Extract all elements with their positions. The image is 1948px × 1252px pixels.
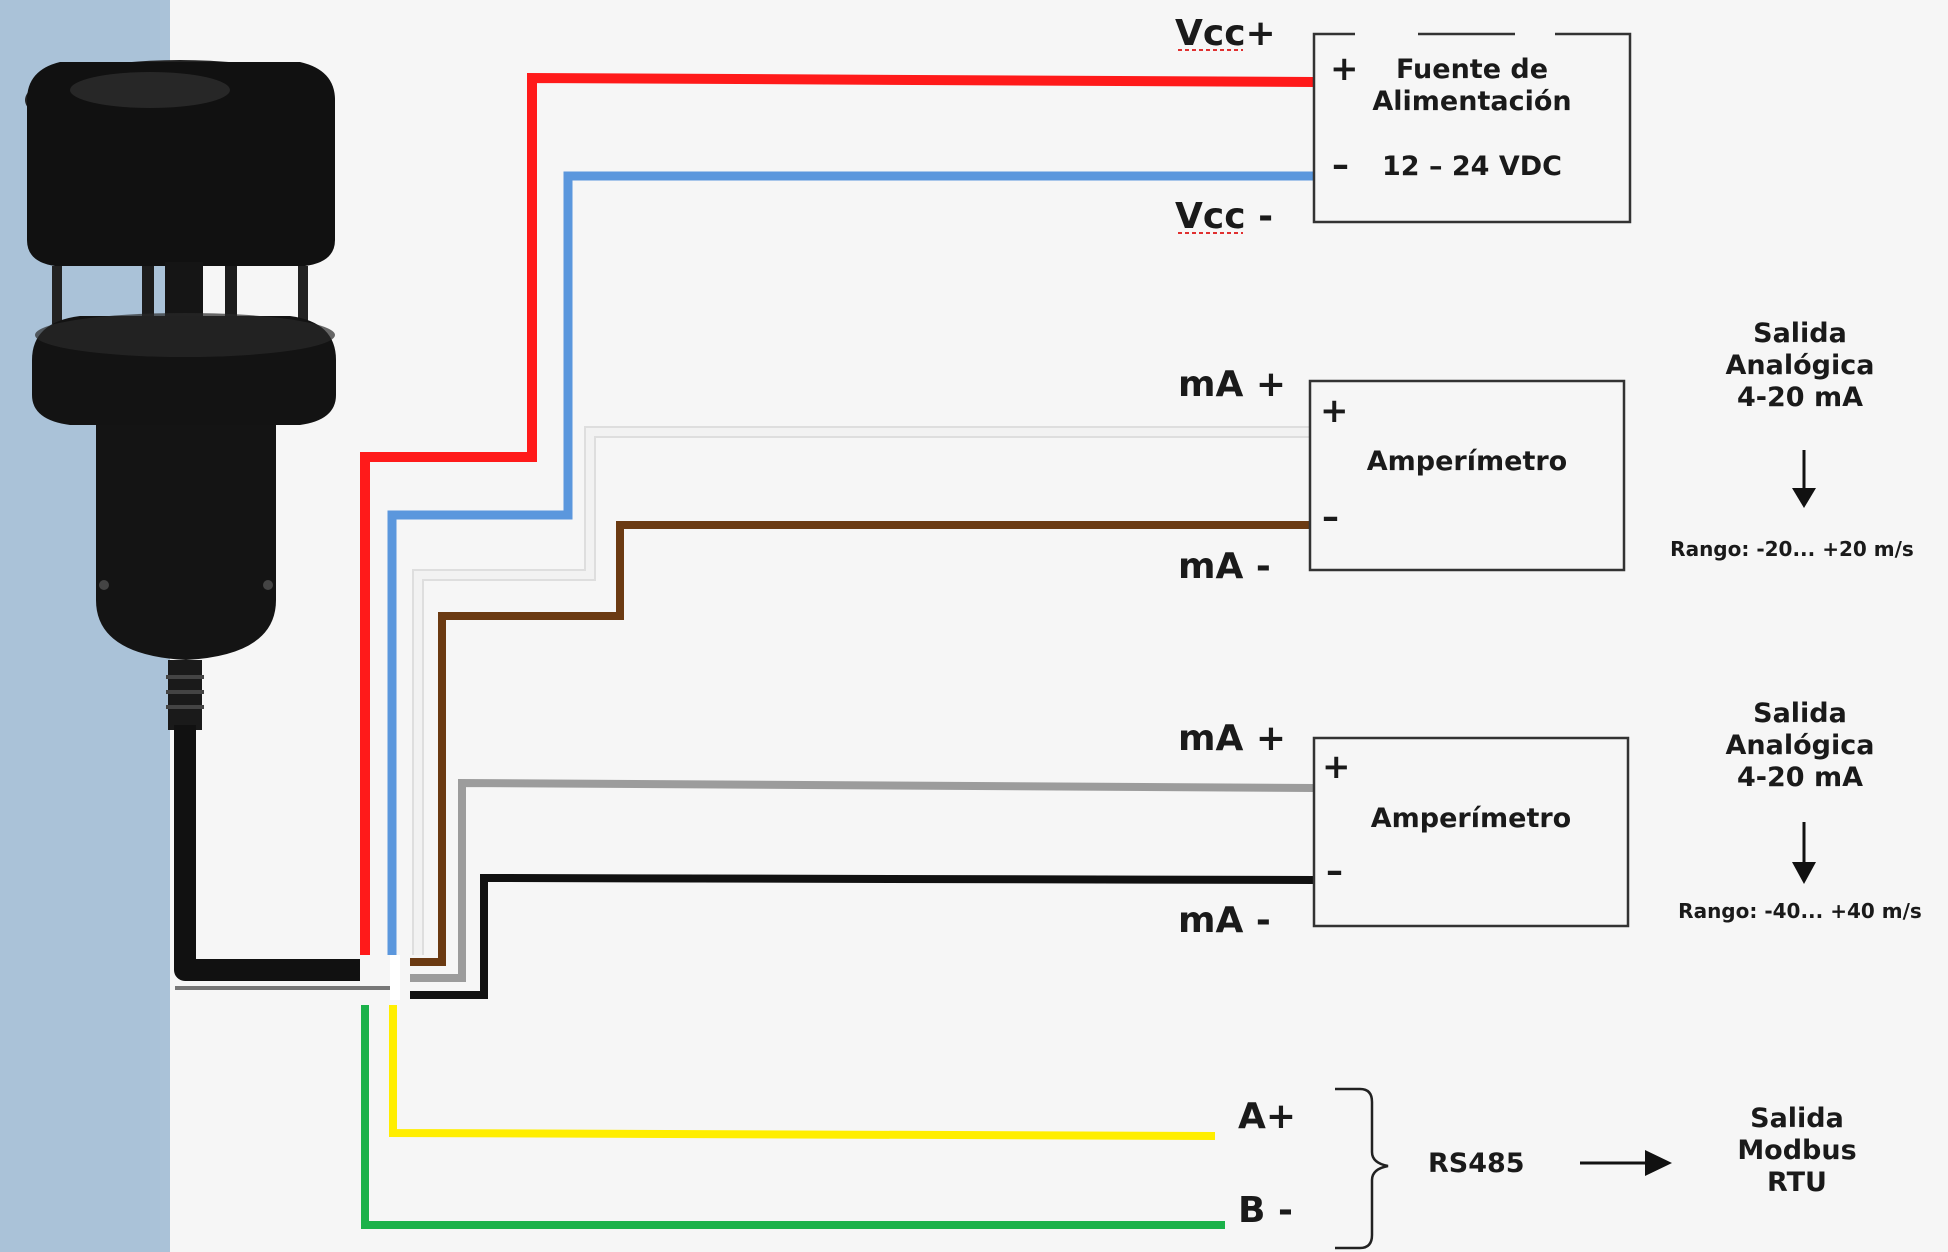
wire-ma2-plus [410,778,1315,982]
ammeter-1-plus-terminal: + [1320,391,1349,431]
analog-output-1-line3: 4-20 mA [1737,382,1863,413]
modbus-output-line3: RTU [1767,1167,1827,1198]
ammeter-2-box: + – Amperímetro [1312,736,1630,928]
power-supply-title-2: Alimentación [1372,86,1571,117]
analog-output-2-line3: 4-20 mA [1737,762,1863,793]
wire-vcc-minus [387,171,1314,955]
vcc-minus-label: Vcc - [1175,196,1273,237]
analog-output-2: Salida Analógica 4-20 mA Rango: -40... +… [1678,698,1922,923]
arrow-right-icon-head [1645,1150,1672,1176]
ammeter-2-minus-terminal: – [1326,851,1343,891]
ammeter-1-minus-terminal: – [1322,497,1339,537]
ma1-minus-label: mA - [1178,546,1271,587]
ma1-plus-label: mA + [1178,364,1286,405]
modbus-output: Salida Modbus RTU [1737,1103,1856,1198]
rs485-b-label: B - [1238,1190,1293,1231]
wire-ma2-minus [410,873,1315,999]
vcc-plus-label: Vcc+ [1175,13,1276,54]
analog-output-2-range: Rango: -40... +40 m/s [1678,899,1922,923]
power-supply-box: + – Fuente de Alimentación 12 – 24 VDC [1312,32,1632,224]
power-supply-title-1: Fuente de [1396,54,1548,85]
analog-output-1-line1: Salida [1753,318,1847,349]
sensor-cable [174,725,360,981]
analog-output-2-line1: Salida [1753,698,1847,729]
power-minus-terminal: – [1332,145,1349,185]
arrow-down-icon-head [1792,862,1816,884]
modbus-output-line2: Modbus [1737,1135,1856,1166]
ma2-minus-label: mA - [1178,900,1271,941]
ammeter-1-title: Amperímetro [1367,446,1567,477]
wire-ma1-plus [414,428,1310,955]
analog-output-1: Salida Analógica 4-20 mA Rango: -20... +… [1670,318,1914,561]
analog-output-1-range: Rango: -20... +20 m/s [1670,537,1914,561]
analog-output-2-line2: Analógica [1726,730,1875,761]
wire-rs485-b [361,1005,1225,1229]
rs485-label: RS485 [1428,1148,1525,1179]
ammeter-1-box: + – Amperímetro [1308,379,1626,572]
analog-output-1-line2: Analógica [1726,350,1875,381]
wire-ma1-minus [410,521,1310,966]
power-supply-voltage: 12 – 24 VDC [1382,151,1562,182]
rs485-brace [1335,1087,1389,1250]
ammeter-2-plus-terminal: + [1322,747,1351,787]
ma2-plus-label: mA + [1178,718,1286,759]
arrow-down-icon-head [1792,488,1816,508]
modbus-output-line1: Salida [1750,1103,1844,1134]
rs485-a-label: A+ [1238,1096,1296,1137]
ultrasonic-anemometer-icon [25,60,336,730]
wire-vcc-plus [360,72,1315,955]
ammeter-2-title: Amperímetro [1371,803,1571,834]
power-plus-terminal: + [1330,49,1359,89]
wire-rs485-a [389,1005,1216,1140]
